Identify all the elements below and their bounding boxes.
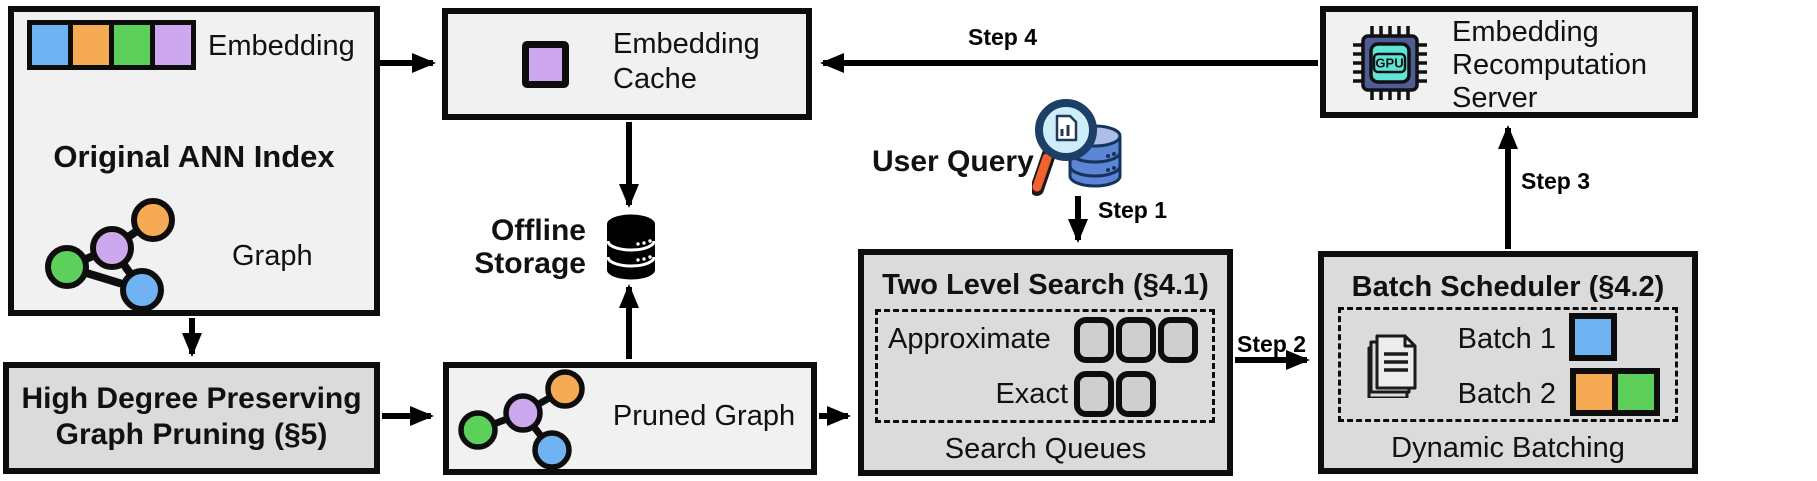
recomputation-server-label: Embedding Recomputation Server bbox=[1452, 16, 1648, 114]
graph-pruning-line2: Graph Pruning (§5) bbox=[55, 418, 328, 451]
embedding-cell-orange bbox=[68, 20, 114, 70]
batch-scheduler-title: Batch Scheduler (§4.2) bbox=[1351, 271, 1665, 303]
pruned-graph-label: Pruned Graph bbox=[612, 400, 796, 432]
queue-slot bbox=[1074, 317, 1114, 363]
offline-storage-label: Offline Storage bbox=[474, 214, 586, 280]
step3-label: Step 3 bbox=[1521, 168, 1591, 194]
two-level-search-box: Two Level Search (§4.1) Approximate Exac… bbox=[858, 249, 1233, 476]
embedding-vector bbox=[27, 20, 196, 70]
graph-pruning-line1: High Degree Preserving bbox=[21, 382, 362, 415]
batch1-label: Batch 1 bbox=[1457, 323, 1556, 355]
batch1-cells bbox=[1569, 313, 1617, 361]
approximate-label: Approximate bbox=[888, 323, 1051, 355]
batch-scheduler-box: Batch Scheduler (§4.2) Batch 1 Ba bbox=[1318, 251, 1698, 474]
batch2-label: Batch 2 bbox=[1457, 378, 1556, 410]
batch2-cells bbox=[1570, 368, 1660, 416]
pruned-graph-icon bbox=[458, 369, 585, 469]
two-level-search-title: Two Level Search (§4.1) bbox=[882, 269, 1209, 301]
user-query-label: User Query bbox=[872, 145, 1034, 178]
embedding-label: Embedding bbox=[208, 30, 355, 62]
original-ann-index-box: Embedding Original ANN Index Graph bbox=[8, 6, 380, 316]
search-queues-panel: Approximate Exact bbox=[875, 309, 1215, 423]
search-queues-caption: Search Queues bbox=[944, 433, 1147, 465]
recomputation-server-box: GPU Embedding Recomputation Server bbox=[1320, 6, 1698, 118]
embedding-cell-green bbox=[109, 20, 155, 70]
gpu-chip-icon: GPU bbox=[1353, 26, 1427, 100]
cached-embedding-swatch bbox=[522, 41, 569, 88]
exact-label: Exact bbox=[995, 378, 1068, 410]
exact-queue-slots bbox=[1074, 371, 1156, 417]
queue-slot bbox=[1158, 317, 1198, 363]
batch-cell-green bbox=[1612, 368, 1660, 416]
embedding-cell-purple bbox=[150, 20, 196, 70]
embedding-cell-blue bbox=[27, 20, 73, 70]
documents-icon bbox=[1367, 334, 1417, 398]
gpu-chip-label: GPU bbox=[1375, 56, 1403, 71]
step1-label: Step 1 bbox=[1098, 197, 1168, 223]
database-icon bbox=[606, 214, 656, 280]
approximate-queue-slots bbox=[1074, 317, 1198, 363]
pruned-graph-box: Pruned Graph bbox=[443, 362, 817, 475]
ann-index-title: Original ANN Index bbox=[53, 139, 335, 174]
queue-slot bbox=[1116, 317, 1156, 363]
graph-icon bbox=[45, 198, 175, 312]
graph-pruning-box: High Degree Preserving Graph Pruning (§5… bbox=[3, 362, 380, 474]
dynamic-batching-panel: Batch 1 Batch 2 bbox=[1338, 307, 1678, 422]
query-magnifier-database-icon bbox=[1032, 99, 1122, 196]
queue-slot bbox=[1074, 371, 1114, 417]
step4-label: Step 4 bbox=[967, 24, 1038, 50]
step2-label: Step 2 bbox=[1237, 331, 1307, 357]
embedding-cache-box: Embedding Cache bbox=[442, 8, 812, 120]
dynamic-batching-caption: Dynamic Batching bbox=[1391, 432, 1625, 464]
batch-cell-orange bbox=[1570, 368, 1618, 416]
batch-cell-blue bbox=[1569, 313, 1617, 361]
queue-slot bbox=[1116, 371, 1156, 417]
embedding-cache-label: Embedding Cache bbox=[613, 28, 760, 95]
graph-label: Graph bbox=[232, 240, 313, 272]
